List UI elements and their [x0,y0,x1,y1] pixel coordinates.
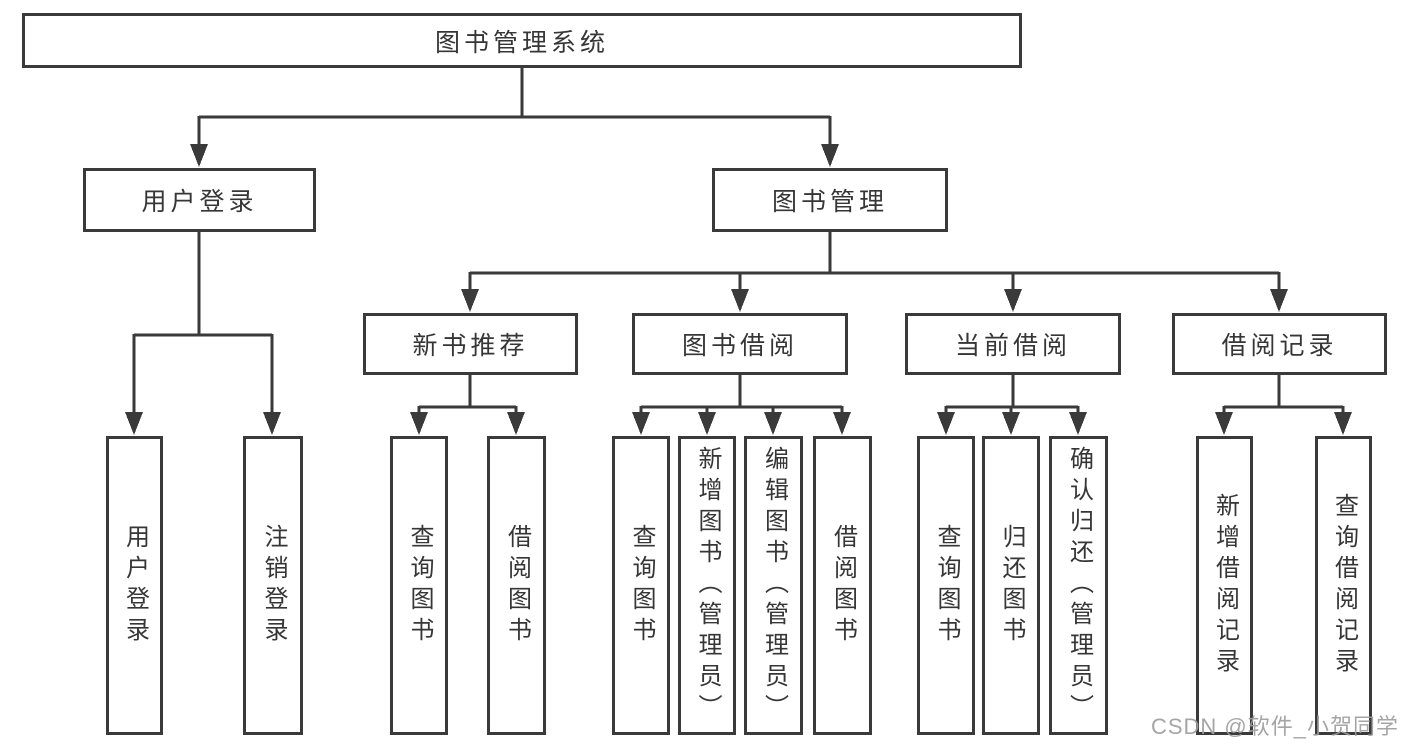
branch-user-login [125,232,281,435]
node-user-login-label: 用户登录 [141,188,258,216]
leaf-logout-label: 注销登录 [260,523,287,648]
leaf-borrowing-query-books: 查询图书 [612,436,670,735]
leaf-confirm-return-admin-label: 确认归还（管理员） [1065,446,1093,725]
node-borrow-records-label: 借阅记录 [1221,332,1338,360]
csdn-watermark: CSDN @软件_小贺同学 [1150,714,1399,739]
leaf-newbook-borrow-books: 借阅图书 [487,436,546,735]
node-current-borrowing: 当前借阅 [905,313,1121,375]
leaf-return-books: 归还图书 [982,436,1040,735]
node-new-book-recommend-label: 新书推荐 [412,332,529,360]
leaf-add-books-admin: 新增图书（管理员） [678,436,736,735]
leaf-newbook-query-books: 查询图书 [390,436,448,735]
node-book-management-label: 图书管理 [771,188,888,216]
branch-current-borrowing [937,375,1087,435]
branch-book-management [461,232,1288,312]
node-library-system-label: 图书管理系统 [434,28,609,57]
node-new-book-recommend: 新书推荐 [363,313,578,375]
leaf-query-borrow-record: 查询借阅记录 [1315,436,1372,735]
leaf-newbook-query-books-label: 查询图书 [406,523,433,648]
leaf-user-login: 用户登录 [106,436,163,735]
branch-new-book [410,375,525,435]
leaf-query-borrow-record-label: 查询借阅记录 [1330,492,1358,679]
node-current-borrowing-label: 当前借阅 [954,332,1071,360]
leaf-edit-books-admin-label: 编辑图书（管理员） [760,446,788,725]
leaf-add-borrow-record-label: 新增借阅记录 [1211,492,1239,679]
leaf-borrowing-borrow-books: 借阅图书 [813,436,872,735]
leaf-user-login-label: 用户登录 [121,523,149,648]
leaf-edit-books-admin: 编辑图书（管理员） [744,436,803,735]
node-book-management: 图书管理 [712,168,948,232]
leaf-confirm-return-admin: 确认归还（管理员） [1049,436,1108,735]
leaf-add-books-admin-label: 新增图书（管理员） [694,446,721,725]
leaf-borrowing-query-books-label: 查询图书 [628,523,655,648]
node-borrow-records: 借阅记录 [1172,313,1387,375]
branch-root [190,68,839,167]
node-book-borrowing-label: 图书借阅 [681,332,798,360]
leaf-current-query-books: 查询图书 [917,436,975,735]
branch-book-borrowing [632,375,851,435]
leaf-borrowing-borrow-books-label: 借阅图书 [829,523,857,648]
leaf-current-query-books-label: 查询图书 [933,523,960,648]
leaf-logout: 注销登录 [243,436,303,735]
node-library-system: 图书管理系统 [22,13,1022,68]
branch-borrow-records [1215,375,1352,435]
leaf-add-borrow-record: 新增借阅记录 [1196,436,1253,735]
node-user-login: 用户登录 [83,168,316,232]
leaf-newbook-borrow-books-label: 借阅图书 [503,523,531,648]
node-book-borrowing: 图书借阅 [632,313,848,375]
leaf-return-books-label: 归还图书 [998,523,1025,648]
